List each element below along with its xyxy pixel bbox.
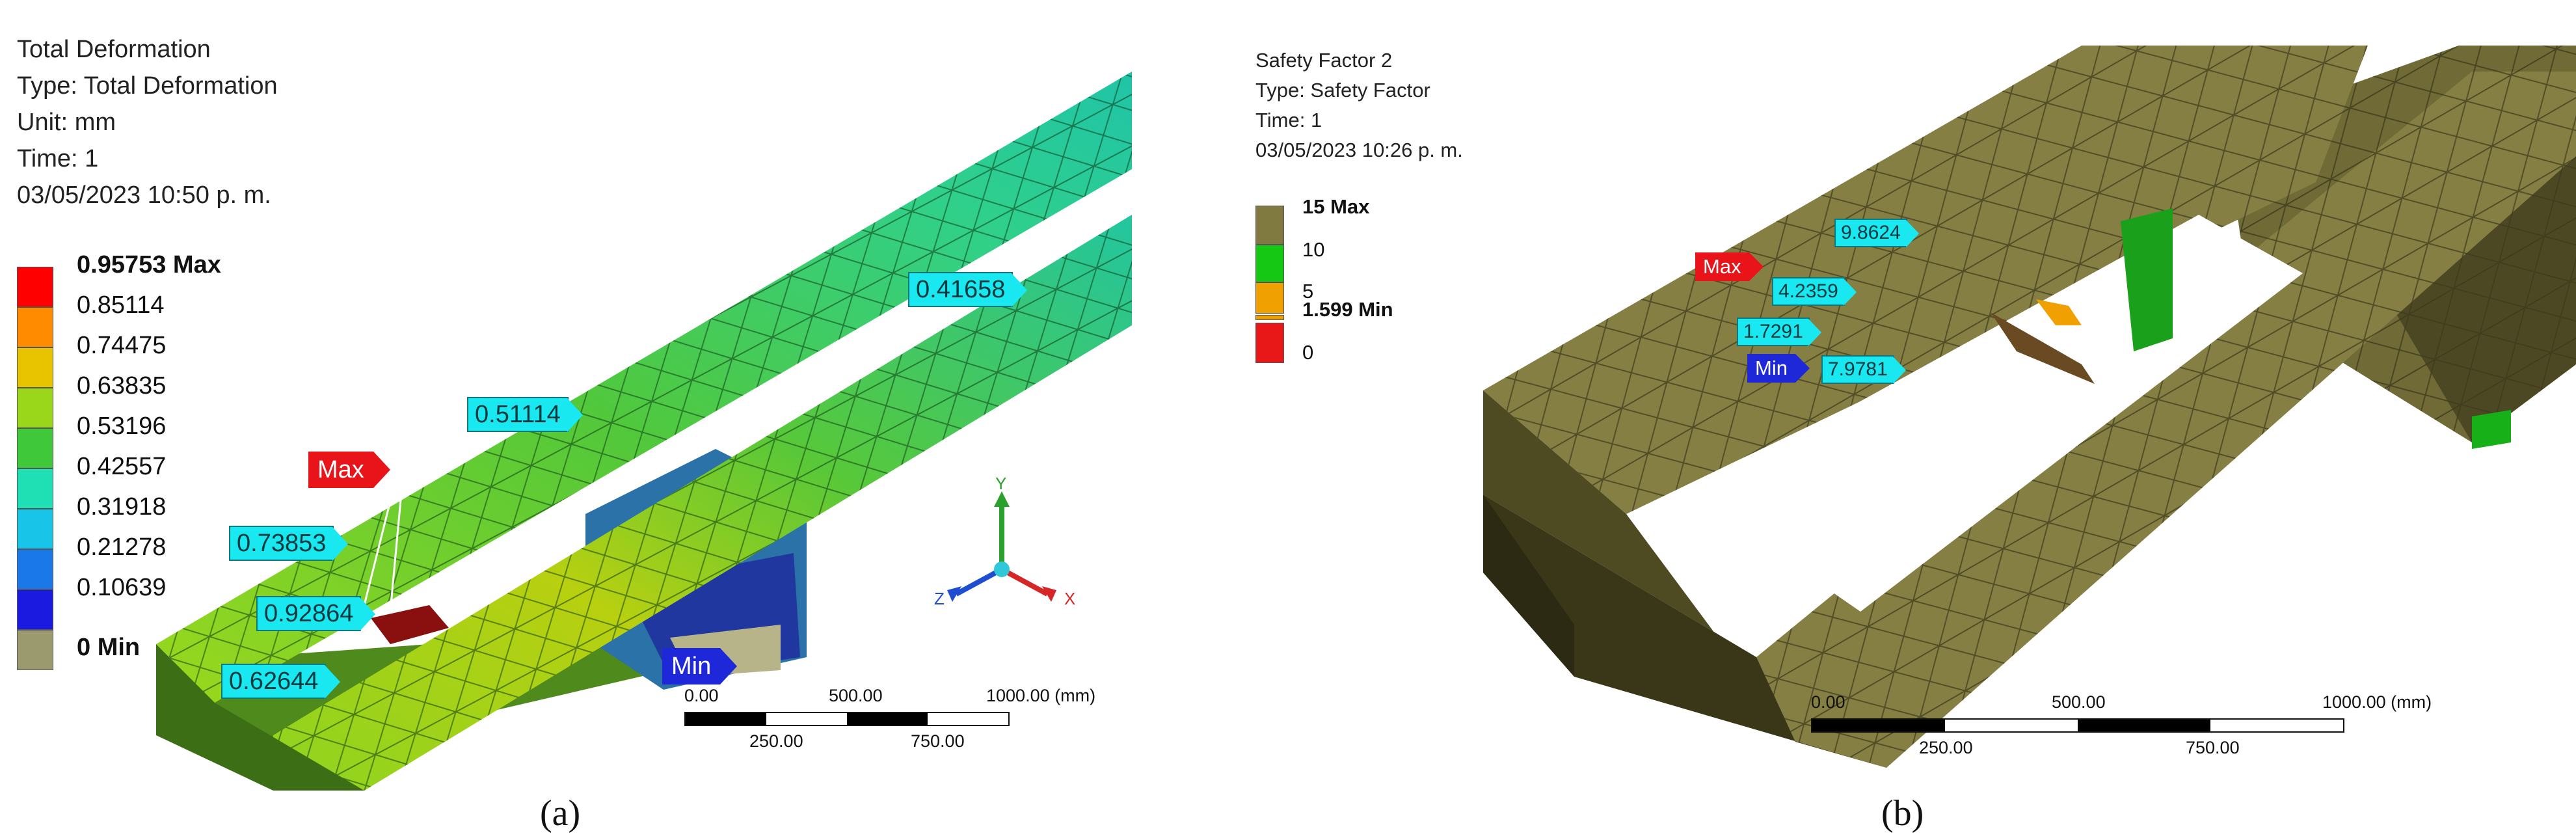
front-beam-side <box>1483 390 1795 742</box>
probe-label[interactable]: 0.62644 <box>221 664 341 699</box>
legend-label: 0 Min <box>77 634 141 661</box>
max-marker[interactable]: Max <box>308 452 390 488</box>
result-title: Total Deformation <box>17 36 211 63</box>
probe-label[interactable]: 0.41658 <box>908 272 1028 307</box>
legend-swatch <box>17 267 53 307</box>
legend-swatch <box>17 347 53 388</box>
safety-factor-viewport[interactable]: Safety Factor 2 Type: Safety Factor Time… <box>1236 0 2576 791</box>
legend-swatch <box>17 630 53 670</box>
result-date: 03/05/2023 10:50 p. m. <box>17 182 271 209</box>
legend-label: 0.53196 <box>77 413 167 440</box>
result-type: Type: Total Deformation <box>17 72 278 100</box>
legend-swatch <box>17 589 53 630</box>
legend-entry: 1.599 Min <box>1255 298 1393 321</box>
probe-label[interactable]: 7.9781 <box>1821 355 1906 384</box>
legend-swatch <box>1255 315 1284 320</box>
legend-swatch <box>1255 282 1284 314</box>
legend-label: 1.599 Min <box>1302 298 1393 321</box>
scale-bar: 0.00 500.00 1000.00 (mm) 250.00 750.00 <box>1811 692 2432 757</box>
result-date: 03/05/2023 10:26 p. m. <box>1255 139 1463 161</box>
result-title: Safety Factor 2 <box>1255 49 1393 72</box>
scale-bar: 0.00 500.00 1000.00 (mm) 250.00 750.00 <box>684 686 1096 751</box>
result-type: Type: Safety Factor <box>1255 79 1430 102</box>
legend-label: 15 Max <box>1302 195 1370 218</box>
legend-entry: 0.63835 <box>17 372 166 428</box>
legend-entry: 0.85114 <box>17 291 165 347</box>
critical-bracket <box>2121 208 2173 351</box>
legend-swatch <box>17 307 53 347</box>
min-marker[interactable]: Min <box>662 648 738 684</box>
probe-label[interactable]: 0.51114 <box>467 397 583 432</box>
legend-entry: 0.95753 Max <box>17 251 221 307</box>
front-end-plate <box>156 644 364 791</box>
legend-label: 0.74475 <box>77 332 167 359</box>
legend-swatch <box>17 509 53 549</box>
legend-entry: 0.42557 <box>17 453 166 509</box>
legend-label: 10 <box>1302 238 1325 261</box>
legend-label: 0.95753 Max <box>77 251 221 278</box>
legend-entry: 0 <box>1255 323 1313 364</box>
legend-entry: 15 Max <box>1255 195 1369 245</box>
legend-entry: 0.74475 <box>17 332 166 388</box>
legend-swatch <box>17 388 53 428</box>
total-deformation-viewport[interactable]: Total Deformation Type: Total Deformatio… <box>0 0 1132 791</box>
result-info: Total Deformation Type: Total Deformatio… <box>17 31 278 213</box>
legend-entry: 0.53196 <box>17 413 166 468</box>
legend-entry: 5 <box>1255 280 1313 314</box>
probe-label[interactable]: 1.7291 <box>1737 318 1821 346</box>
result-unit: Unit: mm <box>17 109 116 136</box>
coordinate-triad[interactable] <box>924 478 1067 615</box>
legend-swatch <box>17 428 53 468</box>
color-legend: 0.95753 Max 0.85114 0.74475 0.63835 0.53196 0… <box>17 251 251 670</box>
legend-label: 0.21278 <box>77 534 167 561</box>
legend-swatch <box>1255 206 1284 245</box>
legend-entry: 0.31918 <box>17 493 166 549</box>
legend-entry: 10 <box>1255 238 1324 282</box>
legend-swatch <box>1255 245 1284 282</box>
probe-label[interactable]: 9.8624 <box>1834 219 1919 247</box>
result-time: Time: 1 <box>1255 109 1322 131</box>
max-deformation-spot <box>371 605 449 644</box>
probe-label[interactable]: 4.2359 <box>1772 277 1857 306</box>
legend-entry: 0.21278 <box>17 534 166 589</box>
caption-b: (b) <box>1881 793 1924 833</box>
triad-y-label: Y <box>995 474 1007 493</box>
legend-label: 0.63835 <box>77 372 167 400</box>
caption-a: (a) <box>540 793 581 833</box>
max-marker[interactable]: Max <box>1695 252 1764 281</box>
legend-label: 0.31918 <box>77 493 167 521</box>
legend-label: 0.10639 <box>77 574 167 601</box>
legend-entry: 0.10639 <box>17 574 166 630</box>
probe-label[interactable]: 0.73853 <box>229 526 349 561</box>
legend-label: 5 <box>1302 280 1314 303</box>
legend-swatch <box>1255 323 1284 363</box>
legend-swatch <box>17 468 53 509</box>
min-marker[interactable]: Min <box>1747 354 1810 383</box>
legend-label: 0.42557 <box>77 453 167 480</box>
deformation-model-render[interactable] <box>0 0 1132 791</box>
legend-label: 0.85114 <box>77 291 165 319</box>
probe-label[interactable]: 0.92864 <box>256 596 376 631</box>
legend-label: 0 <box>1302 341 1314 364</box>
result-info: Safety Factor 2 Type: Safety Factor Time… <box>1255 46 1463 165</box>
legend-swatch <box>17 549 53 589</box>
safety-factor-model-render[interactable] <box>1236 0 2576 791</box>
result-time: Time: 1 <box>17 145 99 172</box>
legend-entry: 0 Min <box>17 630 140 670</box>
triad-x-label: X <box>1064 589 1076 608</box>
triad-z-label: Z <box>934 589 945 608</box>
